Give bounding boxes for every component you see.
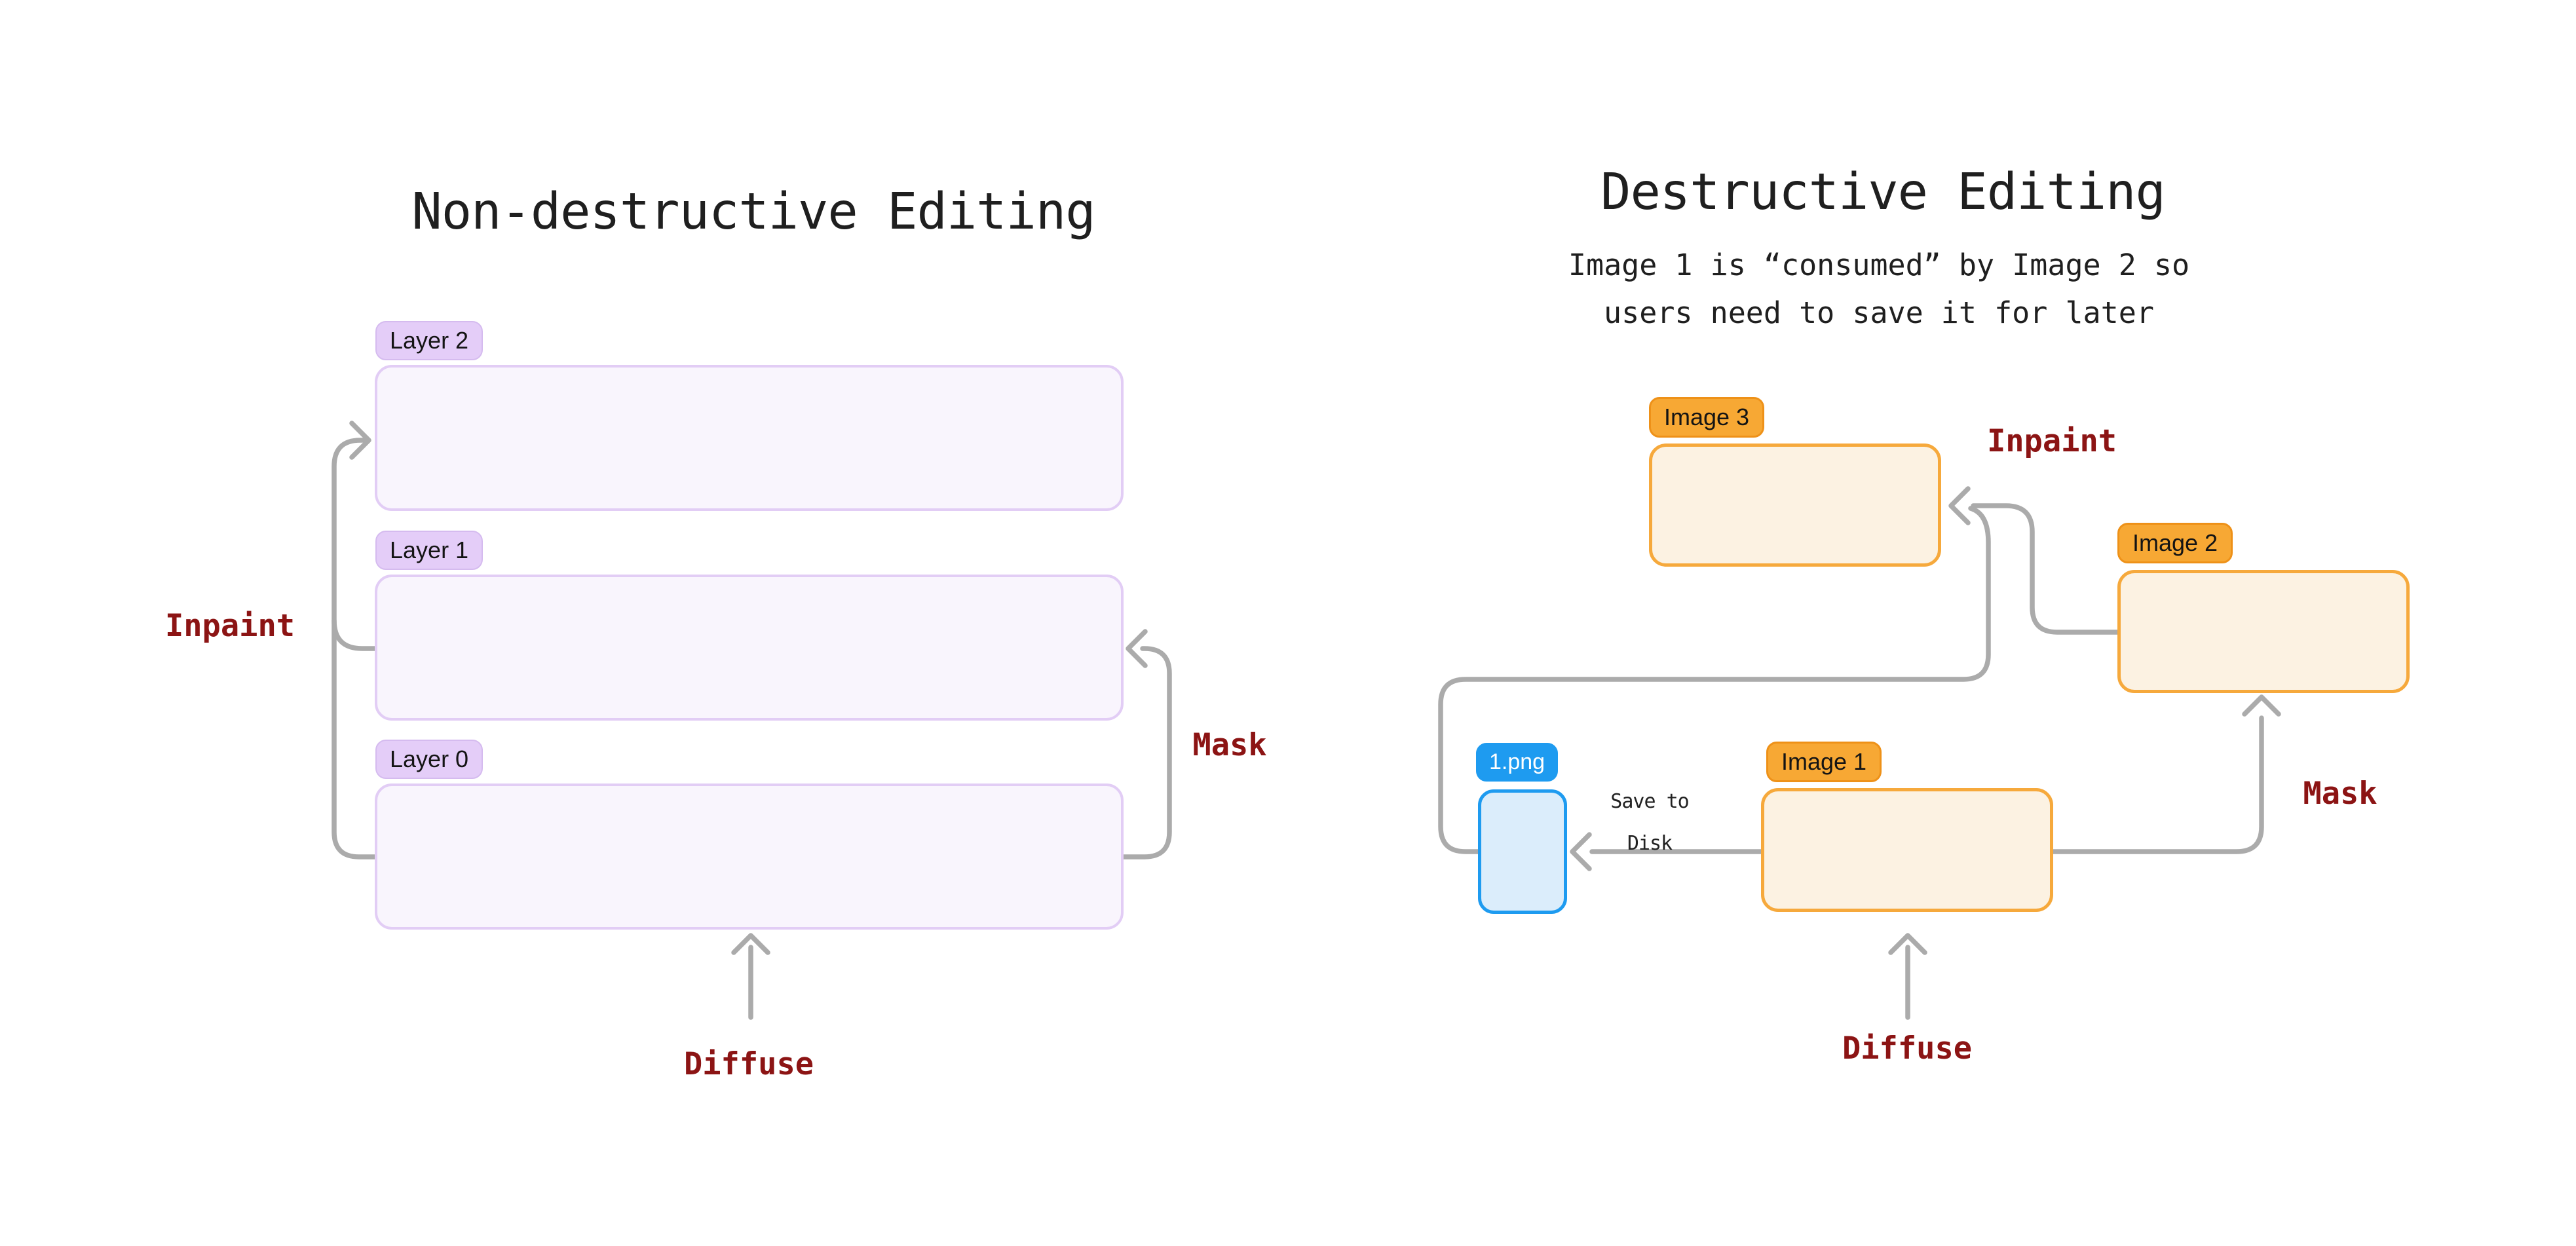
layer-2-box	[375, 365, 1124, 511]
left-mask-arrowhead-icon	[1126, 629, 1148, 668]
image-1-tag: Image 1	[1766, 742, 1882, 782]
subtitle-line-2: users need to save it for later	[1604, 295, 2154, 330]
left-inpaint-line	[331, 438, 378, 859]
layer-1-tag: Layer 1	[375, 531, 483, 570]
image-2-tag: Image 2	[2117, 523, 2233, 563]
layer-2-tag: Layer 2	[375, 321, 483, 360]
right-inpaint-line	[1971, 503, 2120, 635]
right-diffuse-arrowhead-icon	[1888, 933, 1927, 955]
right-mask-line	[2051, 715, 2264, 854]
left-mask-line	[1121, 646, 1172, 859]
save-to-disk-label: Save to Disk	[1610, 781, 1689, 865]
image-3-box	[1649, 444, 1941, 567]
left-diffuse-label: Diffuse	[683, 1046, 814, 1082]
right-mask-arrowhead-icon	[2242, 694, 2281, 717]
right-inpaint-label: Inpaint	[1986, 423, 2117, 459]
image-3-tag: Image 3	[1649, 397, 1765, 438]
1png-tag: 1.png	[1476, 743, 1559, 782]
right-long-connector-line	[1438, 506, 1991, 854]
layer-0-box	[375, 783, 1124, 930]
layer-0-tag: Layer 0	[375, 740, 483, 779]
subtitle-line-1: Image 1 is “consumed” by Image 2 so	[1568, 248, 2190, 282]
right-save-arrowhead-icon	[1570, 832, 1592, 871]
1png-box	[1478, 789, 1567, 914]
right-panel-subtitle: Image 1 is “consumed” by Image 2 so user…	[1568, 241, 2189, 337]
layer-1-box	[375, 575, 1124, 721]
left-diffuse-arrowhead-icon	[731, 933, 770, 955]
image-1-box	[1761, 788, 2053, 912]
right-diffuse-label: Diffuse	[1842, 1030, 1973, 1067]
left-inpaint-label: Inpaint	[164, 608, 295, 644]
right-inpaint-arrowhead-icon	[1948, 486, 1971, 525]
right-mask-label: Mask	[2303, 776, 2377, 812]
save-to-disk-line-1: Save to	[1610, 790, 1689, 813]
left-panel-title: Non-destructive Editing	[411, 183, 1095, 241]
left-inpaint-branch-line	[331, 618, 378, 651]
image-2-box	[2117, 570, 2410, 693]
left-inpaint-arrowhead-icon	[349, 421, 371, 460]
save-to-disk-line-2: Disk	[1627, 832, 1673, 855]
right-panel-title: Destructive Editing	[1601, 163, 2166, 221]
left-mask-label: Mask	[1192, 727, 1267, 763]
